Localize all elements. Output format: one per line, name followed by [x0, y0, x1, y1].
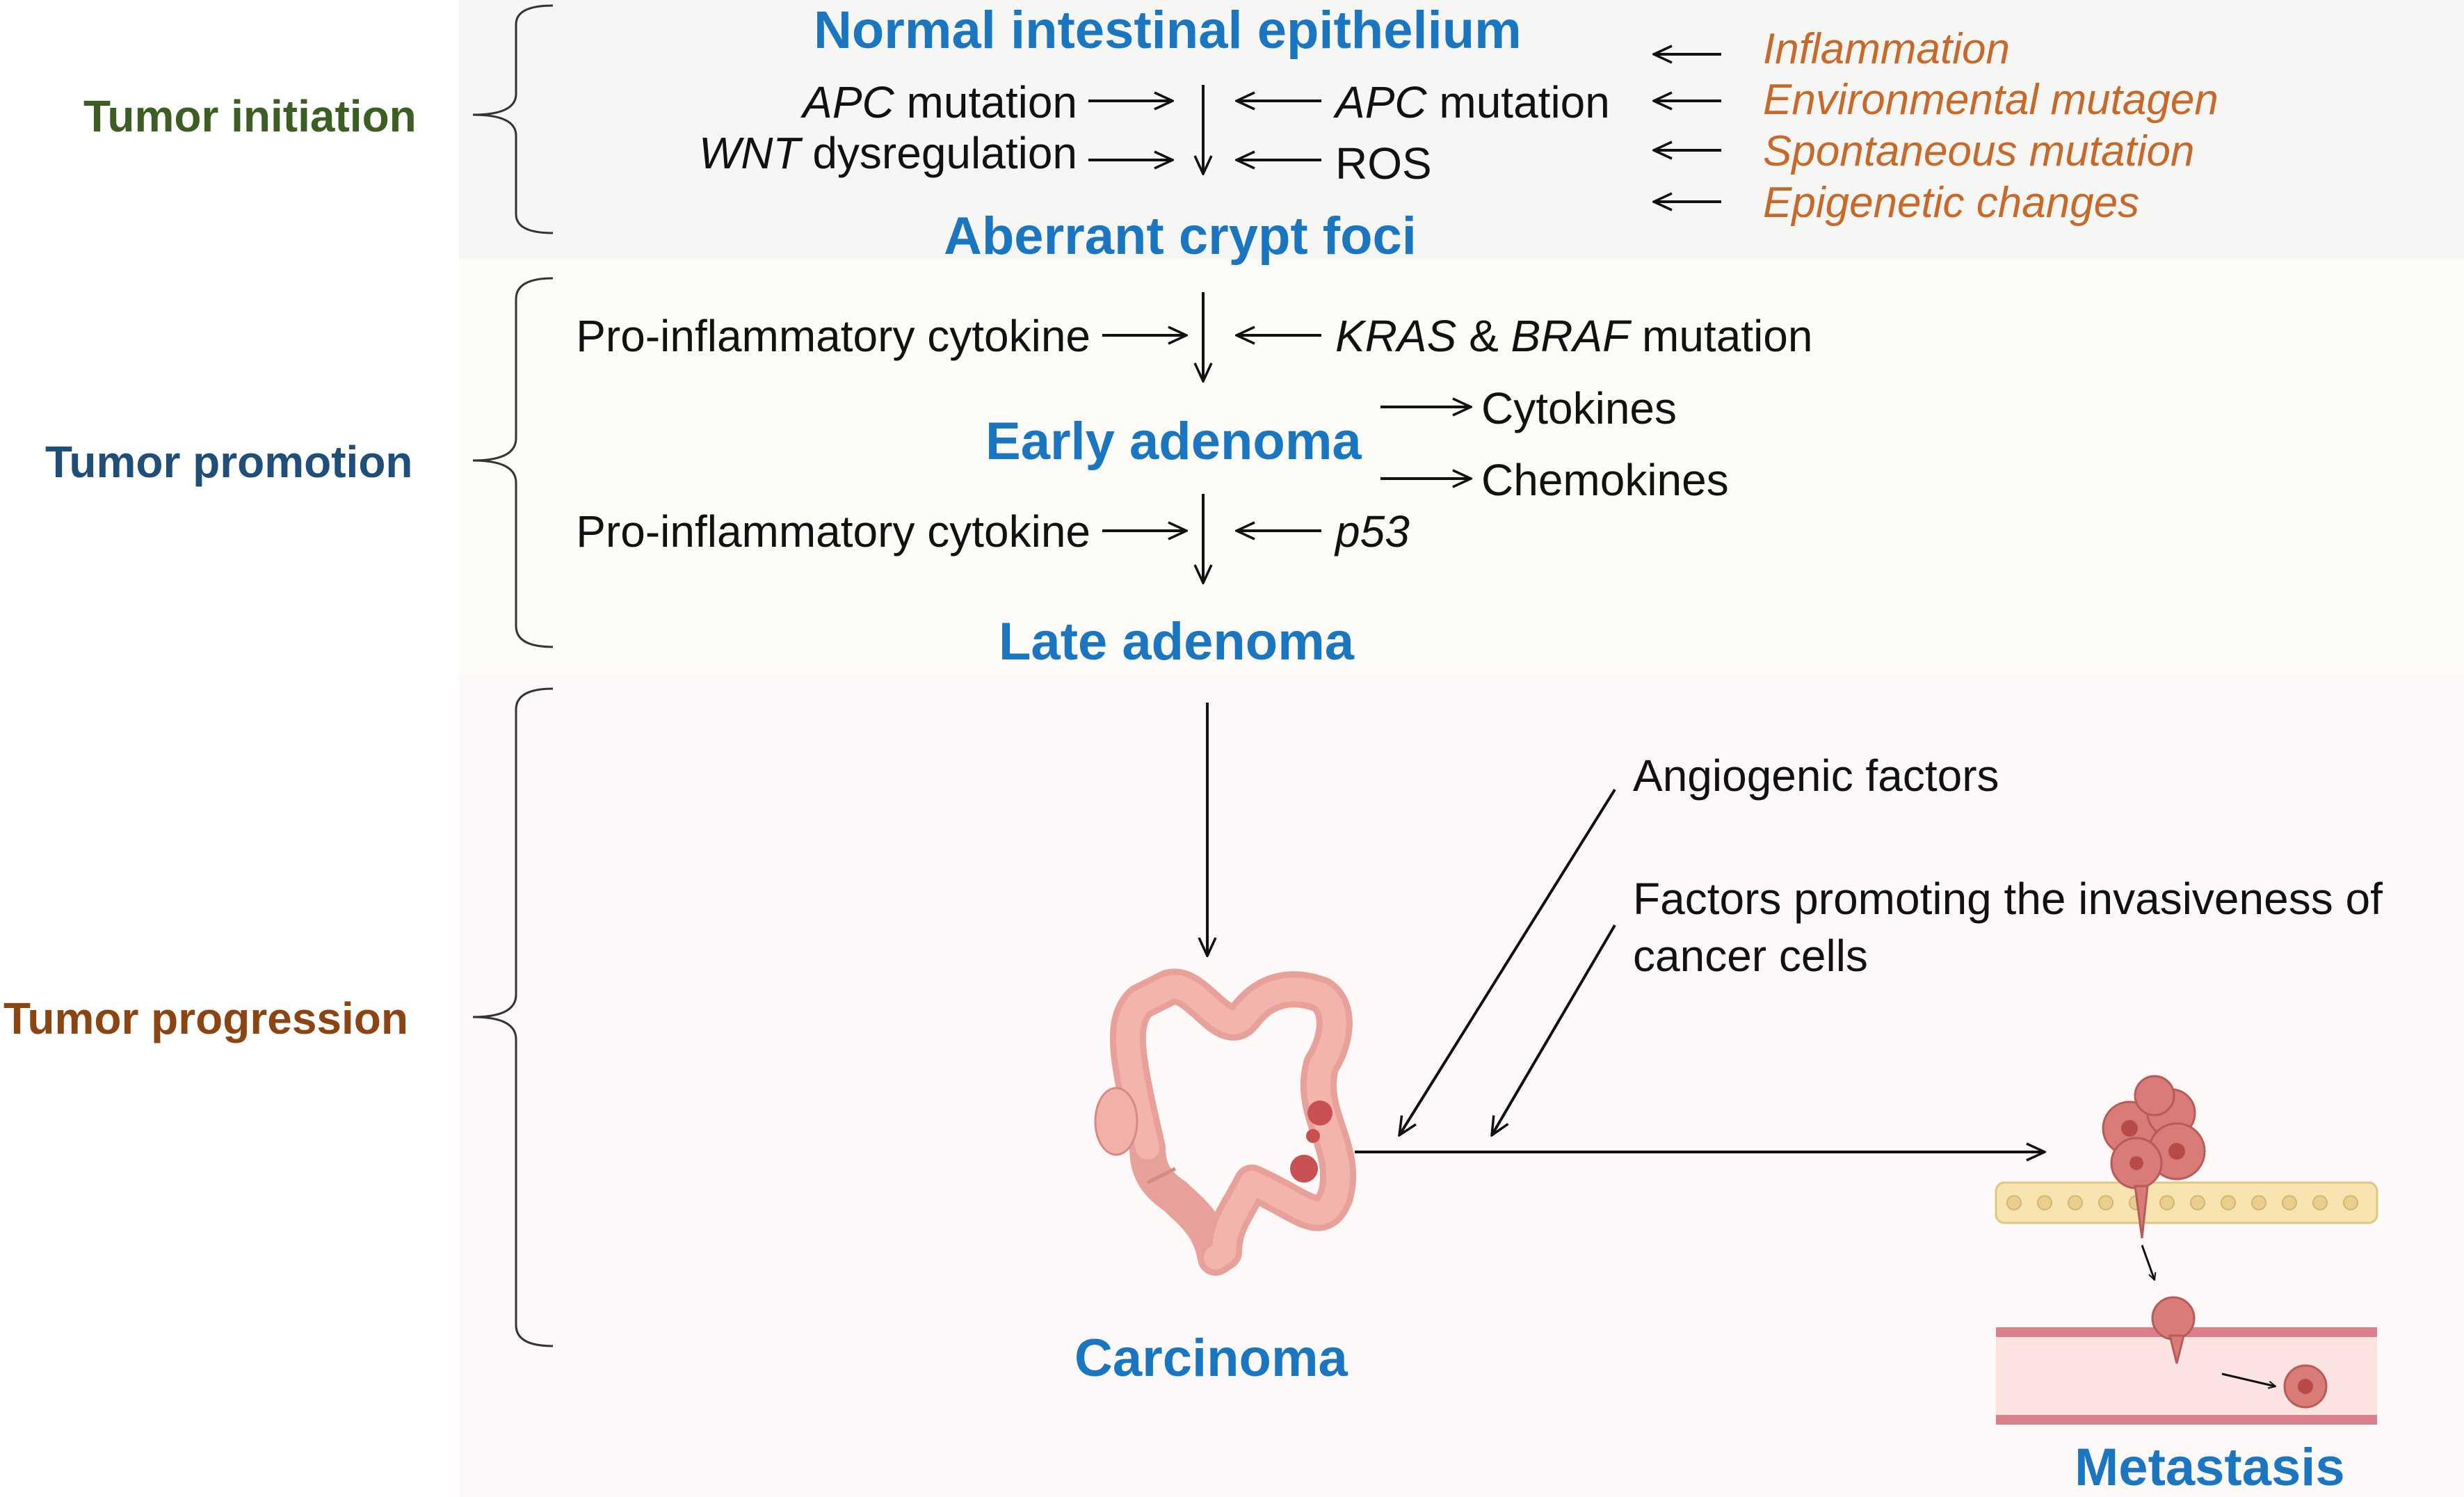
stage-early-adenoma: Early adenoma — [985, 412, 1362, 471]
invasiveness-factors-line2: cancer cells — [1633, 931, 1868, 981]
angiogenic-factors-label: Angiogenic factors — [1633, 751, 1999, 801]
stage-carcinoma: Carcinoma — [1074, 1329, 1348, 1388]
initiation-band — [459, 0, 2464, 259]
main-flow-arrows — [1203, 85, 1207, 956]
promotion-band — [459, 259, 2464, 676]
progression-brace — [472, 687, 554, 1347]
influence-arrows — [1088, 54, 2045, 1152]
external-factor: Environmental mutagen — [1763, 76, 2219, 124]
external-factor: Spontaneous mutation — [1763, 127, 2195, 175]
apc-mutation-left: APC mutation — [803, 77, 1077, 127]
cytokines-label: Cytokines — [1481, 383, 1677, 433]
p53-label: p53 — [1335, 506, 1410, 557]
pro-inflammatory-cytokine-2: Pro-inflammatory cytokine — [576, 506, 1090, 557]
promotion-brace — [472, 277, 554, 648]
phase-label-initiation: Tumor initiation — [83, 91, 417, 141]
stage-normal-epithelium: Normal intestinal epithelium — [814, 1, 1522, 60]
wnt-dysregulation: WNT dysregulation — [698, 128, 1077, 178]
kras-braf-mutation: KRAS & BRAF mutation — [1335, 311, 1813, 361]
initiation-brace — [472, 4, 554, 234]
chemokines-label: Chemokines — [1481, 455, 1729, 505]
ros-label: ROS — [1335, 138, 1432, 189]
tissue-illustration — [1995, 1075, 2378, 1425]
invasiveness-factors-line1: Factors promoting the invasiveness of — [1633, 874, 2383, 924]
stage-metastasis: Metastasis — [2075, 1438, 2345, 1497]
colon-illustration — [1094, 968, 1357, 1276]
external-factor: Inflammation — [1763, 25, 2010, 73]
stage-aberrant-crypt-foci: Aberrant crypt foci — [944, 207, 1417, 266]
pro-inflammatory-cytokine-1: Pro-inflammatory cytokine — [576, 311, 1090, 361]
external-factor: Epigenetic changes — [1763, 179, 2140, 227]
apc-mutation-right: APC mutation — [1335, 77, 1610, 127]
phase-label-promotion: Tumor promotion — [45, 437, 413, 487]
stage-late-adenoma: Late adenoma — [999, 612, 1355, 671]
phase-label-progression: Tumor progression — [3, 993, 408, 1043]
